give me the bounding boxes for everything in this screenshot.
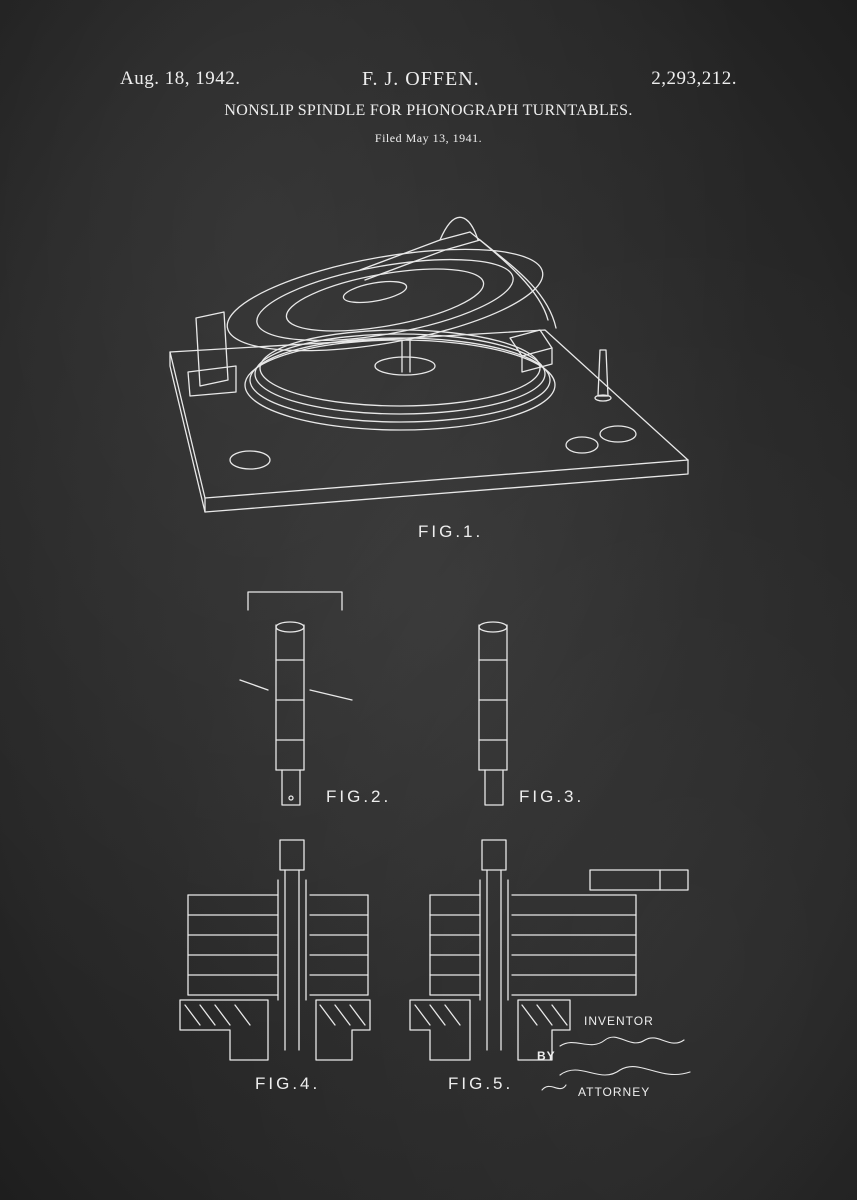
patent-number: 2,293,212. [651, 68, 737, 89]
spindle-fig3 [479, 622, 507, 805]
by-label: BY [537, 1049, 556, 1063]
fig2-label: FIG.2. [326, 787, 392, 806]
patent-title: NONSLIP SPINDLE FOR PHONOGRAPH TURNTABLE… [224, 102, 633, 119]
fig1-label: FIG.1. [418, 522, 484, 541]
inventor-label: INVENTOR [584, 1014, 654, 1028]
fig5-label: FIG.5. [448, 1074, 514, 1093]
inventor-name: F. J. OFFEN. [362, 68, 480, 90]
handwritten-signatures [542, 1037, 690, 1090]
filed-date: Filed May 13, 1941. [374, 131, 483, 145]
spindle-fig2 [240, 592, 352, 805]
section-fig4 [180, 840, 370, 1060]
fig4-label: FIG.4. [255, 1074, 321, 1093]
turntable-illustration [170, 217, 688, 512]
section-fig5 [410, 840, 688, 1060]
attorney-label: ATTORNEY [578, 1085, 651, 1099]
fig3-label: FIG.3. [519, 787, 585, 806]
patent-date: Aug. 18, 1942. [120, 68, 241, 89]
